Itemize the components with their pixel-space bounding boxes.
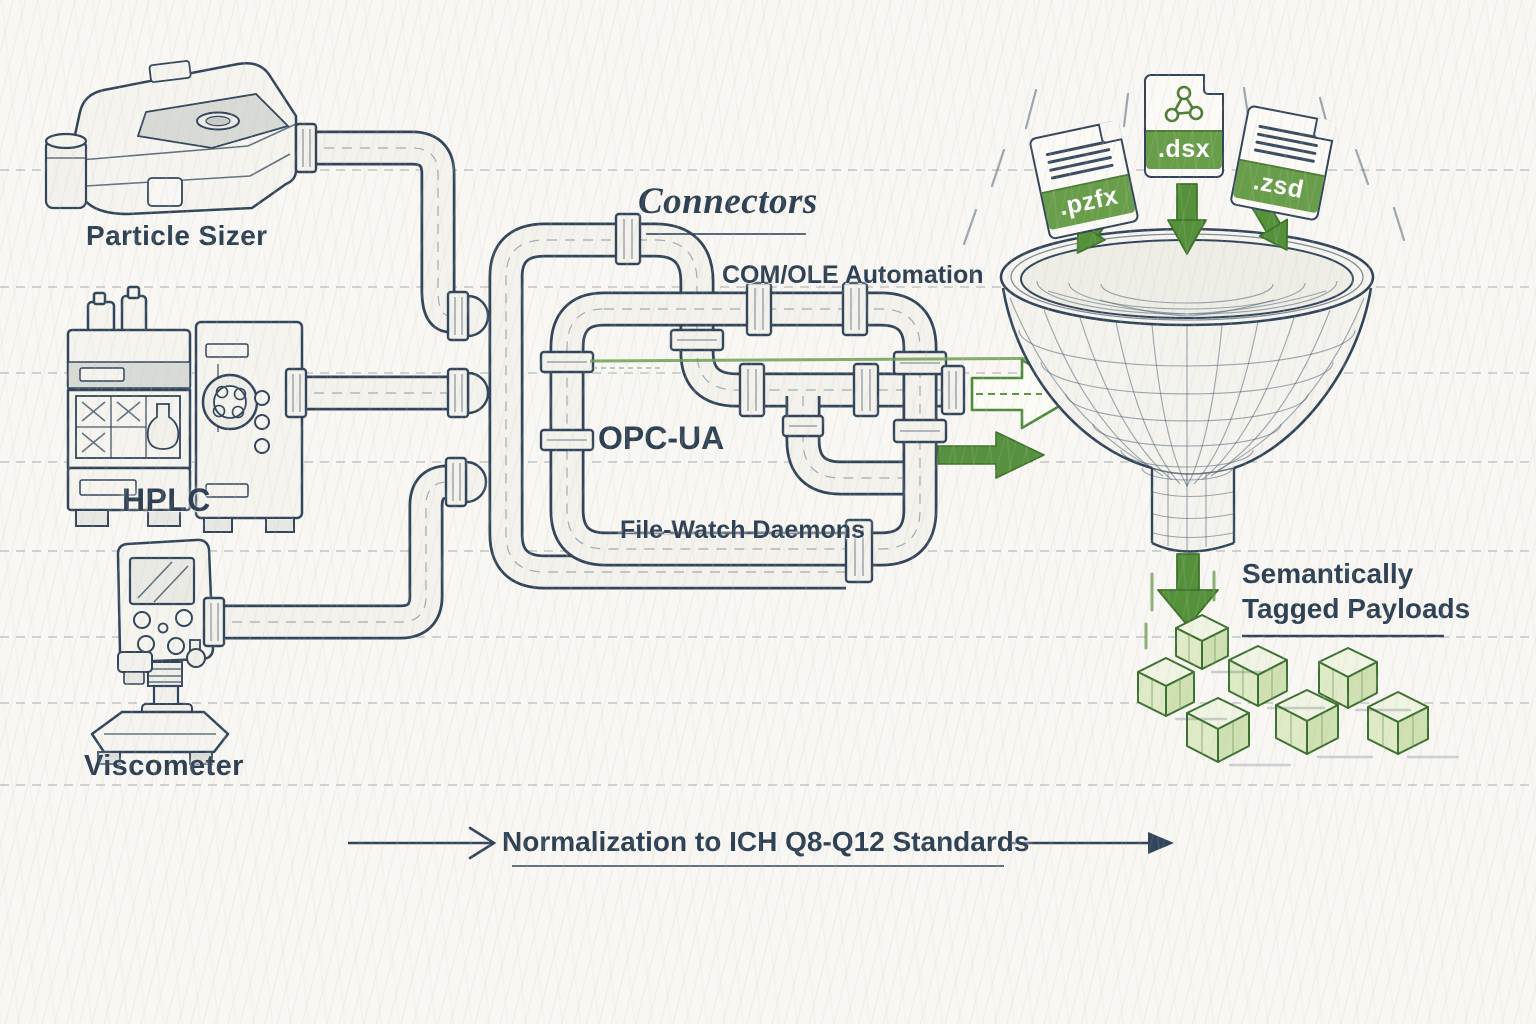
particle-sizer-pipe bbox=[306, 130, 458, 334]
viscometer-pipe bbox=[214, 464, 450, 640]
com-ole-label: COM/OLE Automation bbox=[722, 261, 984, 289]
file-card-dsx: .dsx bbox=[1144, 74, 1224, 178]
file-watch-label: File-Watch Daemons bbox=[620, 516, 865, 544]
cube bbox=[1137, 657, 1195, 717]
normalization-caption: Normalization to ICH Q8-Q12 Standards bbox=[502, 826, 1030, 857]
cube bbox=[1367, 691, 1429, 755]
pipe-endcap bbox=[464, 460, 488, 504]
payloads-line2: Tagged Payloads bbox=[1242, 593, 1471, 625]
left-flow-arrowhead bbox=[468, 826, 497, 860]
pipe-network bbox=[202, 122, 1099, 648]
inner-drop-pipe bbox=[785, 396, 918, 496]
particle-sizer-illustration bbox=[44, 60, 298, 216]
file-ext-badge: .pzfx bbox=[1041, 173, 1136, 231]
cube bbox=[1186, 697, 1250, 763]
output-arrows bbox=[937, 358, 1082, 479]
connector-ring-pipe bbox=[549, 291, 938, 567]
manifold-pipe bbox=[488, 222, 958, 590]
pipe-endcap bbox=[466, 371, 490, 415]
green-cubes bbox=[1137, 614, 1460, 767]
file-ext-badge: .zsd bbox=[1232, 158, 1325, 214]
payloads-label: Semantically Tagged Payloads bbox=[1242, 556, 1472, 627]
pipe-endcap bbox=[466, 294, 490, 338]
hplc-label: HPLC bbox=[122, 482, 211, 518]
connectors-title: Connectors bbox=[638, 181, 818, 222]
folded-corner-icon bbox=[1312, 117, 1337, 143]
folded-corner-icon bbox=[1203, 74, 1224, 95]
viscometer-label: Viscometer bbox=[84, 750, 244, 782]
right-flow-arrowhead bbox=[1148, 832, 1174, 854]
opc-ua-label: OPC-UA bbox=[598, 420, 725, 456]
solid-flow-arrow bbox=[937, 431, 1045, 479]
payloads-line1: Semantically bbox=[1242, 558, 1414, 589]
folded-corner-icon bbox=[1097, 119, 1123, 145]
hplc-illustration bbox=[66, 285, 304, 533]
cube bbox=[1228, 645, 1288, 707]
cube bbox=[1275, 689, 1339, 755]
mesh-funnel bbox=[999, 227, 1375, 553]
green-data-line bbox=[589, 356, 1099, 363]
document-lines-icon bbox=[1034, 138, 1126, 183]
file-card-zsd: .zsd bbox=[1229, 104, 1337, 222]
funnel-output-arrow bbox=[1144, 553, 1219, 650]
cube bbox=[1318, 647, 1378, 709]
cube bbox=[1175, 614, 1229, 670]
file-ext-badge: .dsx bbox=[1146, 130, 1222, 169]
pipe-couplings bbox=[202, 122, 966, 648]
green-down-arrow bbox=[1167, 183, 1207, 255]
share-network-icon bbox=[1146, 76, 1222, 126]
rules-and-arrows bbox=[348, 233, 1444, 867]
particle-sizer-label: Particle Sizer bbox=[86, 220, 268, 251]
viscometer-illustration bbox=[90, 538, 230, 765]
